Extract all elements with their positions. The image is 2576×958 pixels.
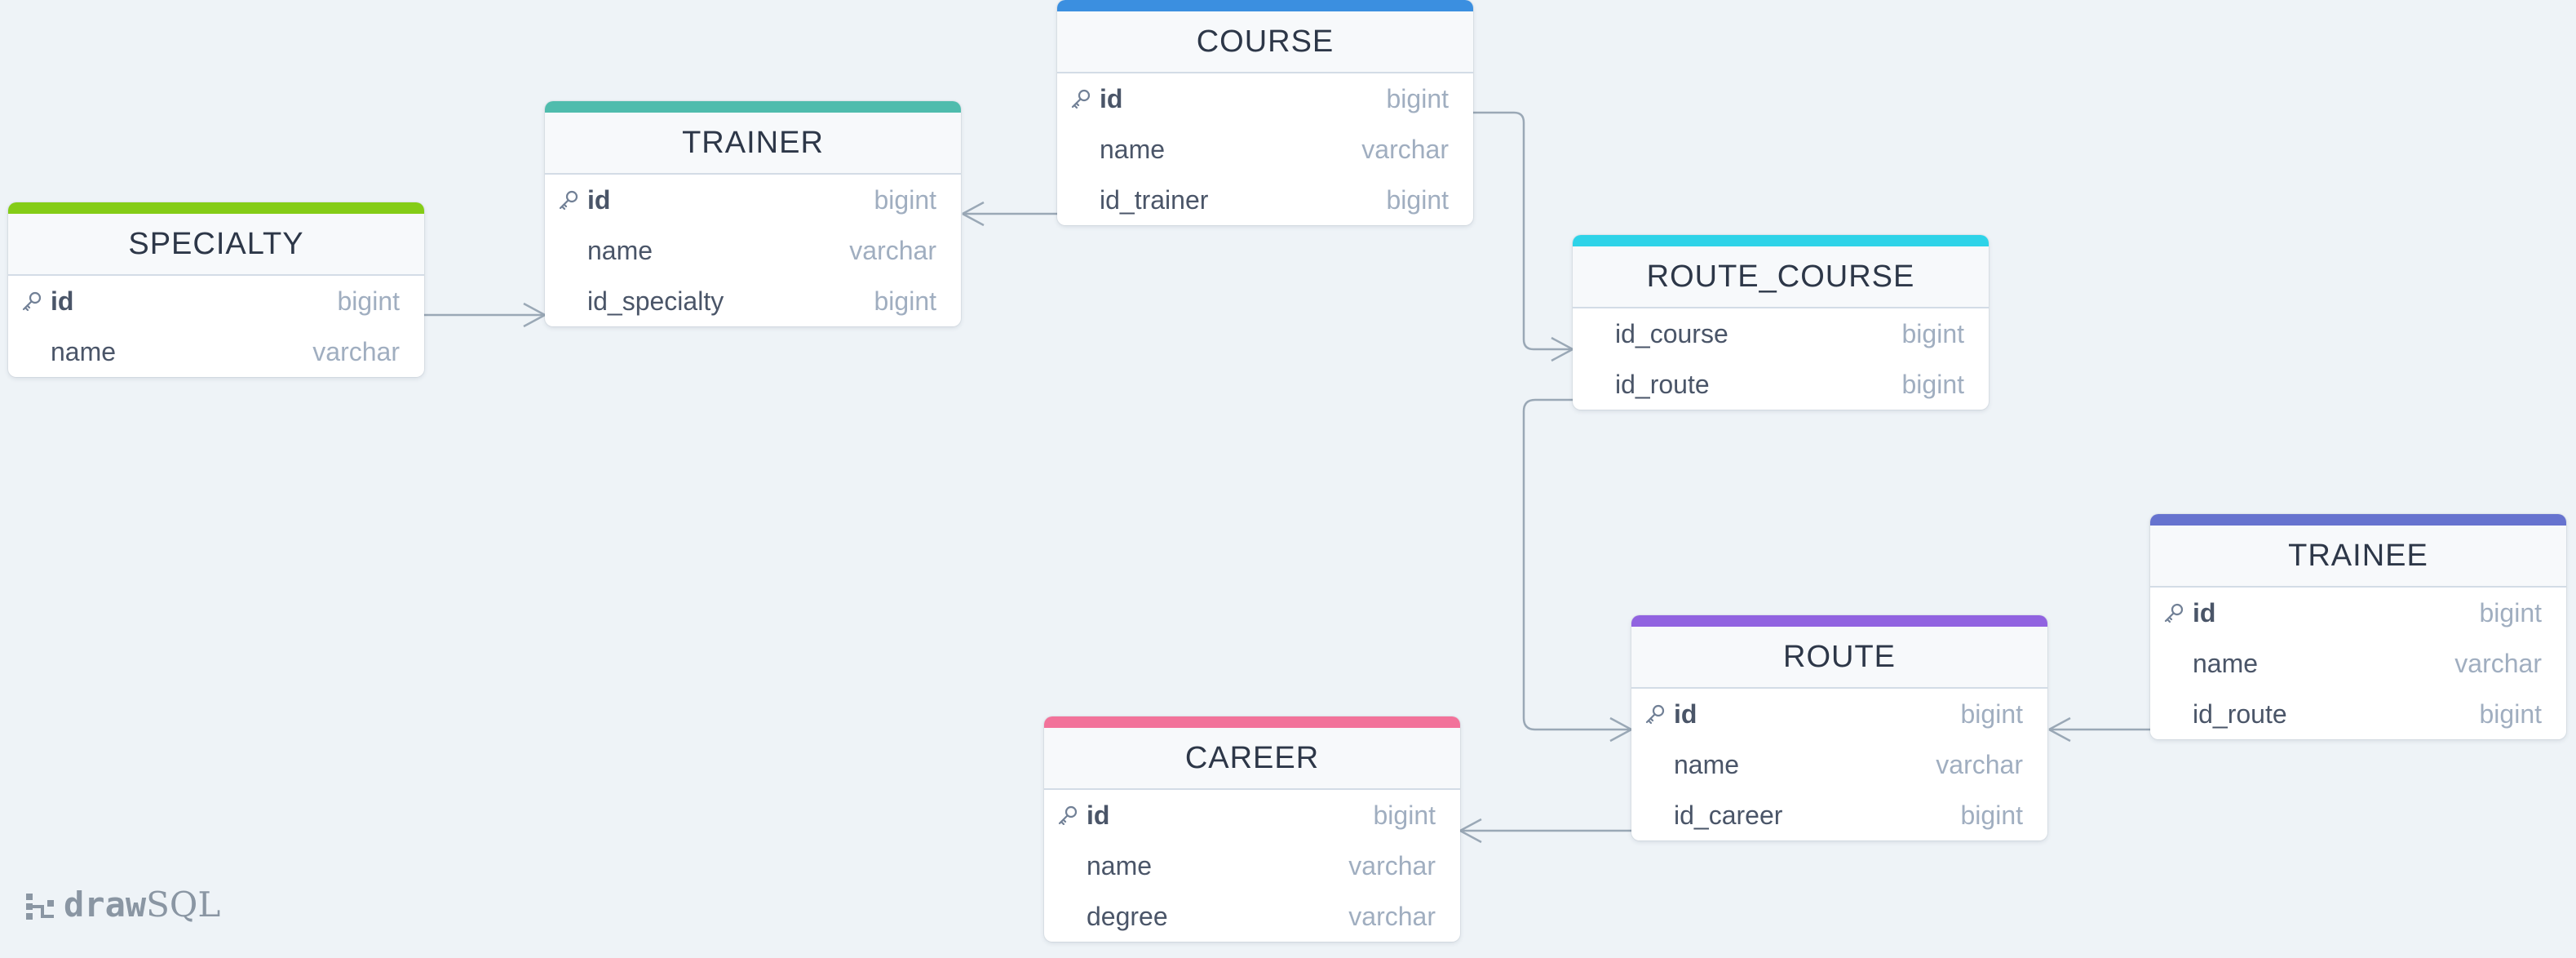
column-type: bigint — [874, 286, 937, 316]
column-type: bigint — [1901, 369, 1965, 399]
column-row[interactable]: id_specialty bigint — [545, 276, 961, 326]
column-type: bigint — [874, 184, 937, 215]
column-type: bigint — [2479, 597, 2543, 628]
table-trainer[interactable]: TRAINER id bigint name varchar id_specia… — [545, 101, 961, 326]
table-title: TRAINEE — [2288, 538, 2428, 573]
crowfoot-routecourse-route — [1609, 716, 1632, 743]
column-row[interactable]: id_trainer bigint — [1057, 175, 1473, 225]
column-name: id_course — [1615, 318, 1728, 348]
column-type: bigint — [1960, 800, 2024, 830]
column-type: varchar — [1936, 749, 2023, 779]
table-route-course[interactable]: ROUTE_COURSE id_course bigint id_route b… — [1573, 235, 1989, 410]
column-type: bigint — [2479, 699, 2543, 729]
crowfoot-route-career — [1459, 818, 1482, 844]
drawsql-logo: draw SQL — [24, 885, 220, 925]
crowfoot-trainer-specialty — [523, 302, 546, 328]
crowfoot-routecourse-course — [1551, 336, 1573, 362]
column-name: id_route — [2193, 699, 2287, 729]
column-type: varchar — [2454, 648, 2542, 678]
table-title: COURSE — [1196, 24, 1334, 59]
column-name: name — [587, 235, 653, 265]
logo-text-draw: draw — [64, 885, 147, 925]
crowfoot-course-trainer — [962, 201, 985, 227]
key-icon — [559, 190, 578, 210]
column-name: id — [1100, 83, 1123, 113]
table-header[interactable]: ROUTE_COURSE — [1573, 235, 1989, 308]
column-row[interactable]: name varchar — [2150, 638, 2566, 689]
table-route[interactable]: ROUTE id bigint name varchar id_career b… — [1631, 615, 2047, 840]
table-title: ROUTE_COURSE — [1646, 259, 1915, 294]
column-type: bigint — [1901, 318, 1965, 348]
table-career[interactable]: CAREER id bigint name varchar degree var… — [1044, 716, 1460, 942]
column-row[interactable]: id_career bigint — [1631, 790, 2047, 840]
column-row[interactable]: id bigint — [8, 276, 424, 326]
drawsql-logo-icon — [26, 893, 54, 920]
column-name: id_route — [1615, 369, 1710, 399]
column-row[interactable]: name varchar — [1631, 739, 2047, 790]
column-type: bigint — [1386, 83, 1450, 113]
column-row[interactable]: id bigint — [1057, 73, 1473, 124]
key-icon — [22, 291, 42, 311]
key-icon — [1645, 704, 1665, 724]
column-name: name — [1087, 850, 1153, 880]
column-name: id — [1087, 800, 1110, 830]
column-row[interactable]: name varchar — [1057, 124, 1473, 175]
column-row[interactable]: id_course bigint — [1573, 308, 1989, 359]
key-icon — [1071, 89, 1091, 109]
column-type: bigint — [1386, 184, 1450, 215]
column-type: varchar — [1361, 134, 1449, 164]
table-specialty[interactable]: SPECIALTY id bigint name varchar — [8, 202, 424, 377]
column-type: varchar — [312, 336, 400, 366]
key-icon — [2164, 603, 2184, 623]
column-name: id — [1674, 699, 1697, 729]
table-header[interactable]: SPECIALTY — [8, 202, 424, 276]
column-name: id_trainer — [1100, 184, 1209, 215]
column-row[interactable]: id bigint — [1044, 790, 1460, 840]
column-name: name — [51, 336, 117, 366]
table-header[interactable]: TRAINEE — [2150, 514, 2566, 588]
table-trainee[interactable]: TRAINEE id bigint name varchar id_route … — [2150, 514, 2566, 739]
table-header[interactable]: TRAINER — [545, 101, 961, 175]
column-name: id_specialty — [587, 286, 724, 316]
column-row[interactable]: name varchar — [8, 326, 424, 377]
column-name: id — [51, 286, 74, 316]
column-type: varchar — [1348, 901, 1436, 931]
column-type: bigint — [1960, 699, 2024, 729]
column-row[interactable]: name varchar — [545, 225, 961, 276]
column-name: id_career — [1674, 800, 1783, 830]
column-type: varchar — [849, 235, 936, 265]
key-icon — [1058, 805, 1078, 825]
column-name: id — [2193, 597, 2216, 628]
crowfoot-trainee-route — [2048, 716, 2071, 743]
column-name: id — [587, 184, 611, 215]
column-row[interactable]: degree varchar — [1044, 891, 1460, 942]
column-name: name — [1674, 749, 1740, 779]
column-name: degree — [1087, 901, 1168, 931]
relation-line-routecourse-course — [1473, 111, 1573, 351]
table-header[interactable]: CAREER — [1044, 716, 1460, 790]
column-row[interactable]: id bigint — [2150, 588, 2566, 638]
column-row[interactable]: id_route bigint — [1573, 359, 1989, 410]
relation-line-routecourse-route — [1522, 398, 1631, 731]
column-name: name — [1100, 134, 1166, 164]
logo-text-sql: SQL — [146, 885, 221, 925]
table-course[interactable]: COURSE id bigint name varchar id_trainer… — [1057, 0, 1473, 225]
column-row[interactable]: name varchar — [1044, 840, 1460, 891]
table-title: TRAINER — [682, 125, 824, 160]
table-header[interactable]: COURSE — [1057, 0, 1473, 73]
table-title: SPECIALTY — [128, 226, 304, 261]
column-type: bigint — [1373, 800, 1436, 830]
table-title: ROUTE — [1783, 639, 1896, 674]
table-title: CAREER — [1184, 740, 1320, 775]
column-type: varchar — [1348, 850, 1436, 880]
column-type: bigint — [337, 286, 401, 316]
column-name: name — [2193, 648, 2259, 678]
column-row[interactable]: id bigint — [1631, 689, 2047, 739]
column-row[interactable]: id_route bigint — [2150, 689, 2566, 739]
table-header[interactable]: ROUTE — [1631, 615, 2047, 689]
column-row[interactable]: id bigint — [545, 175, 961, 225]
